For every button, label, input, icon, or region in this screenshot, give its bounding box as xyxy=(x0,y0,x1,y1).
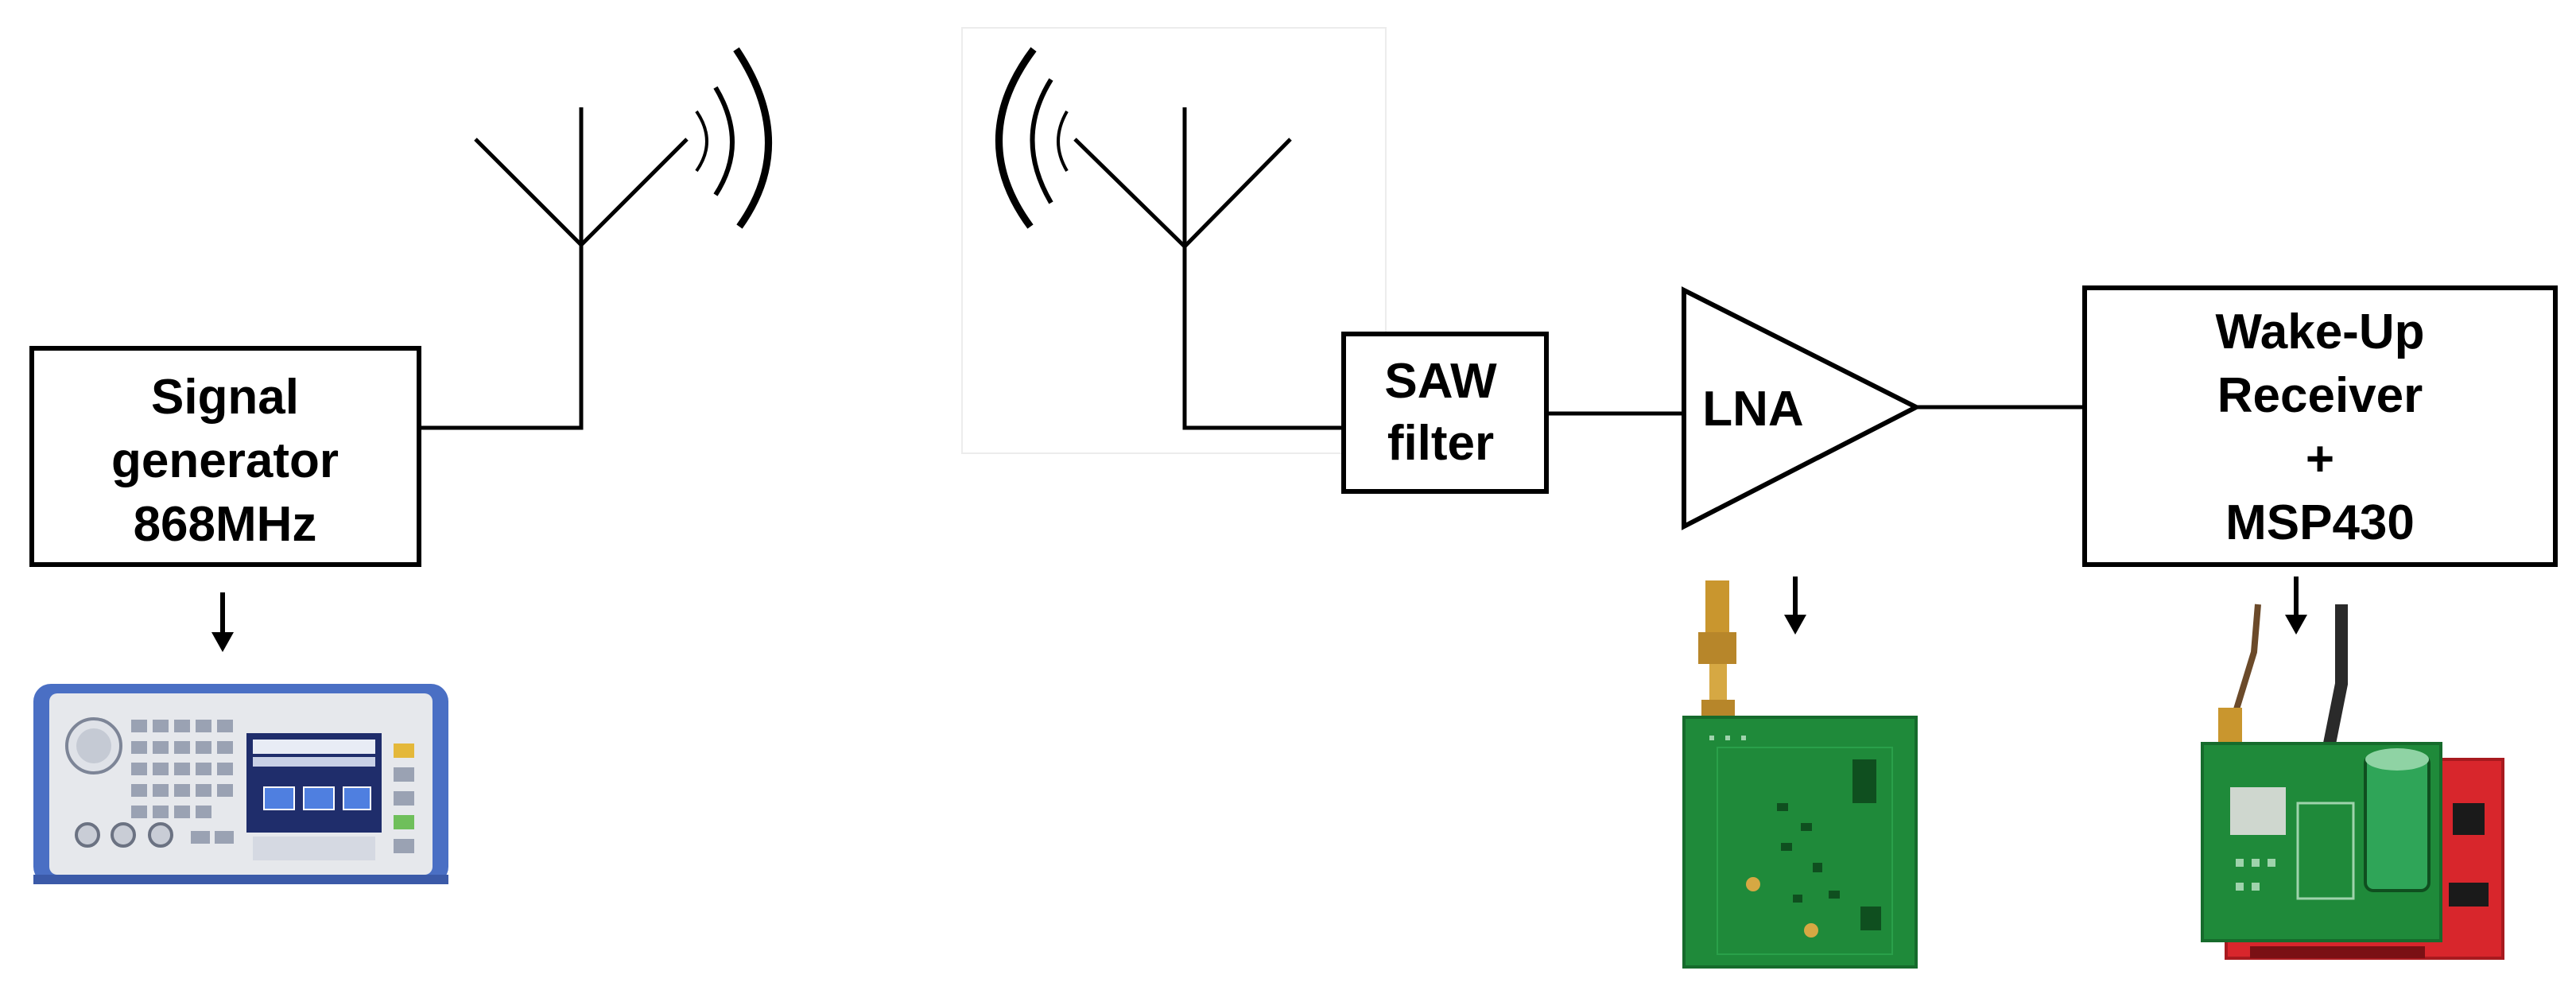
receiver-label-line-4: MSP430 xyxy=(2225,495,2415,550)
rx-antenna-frame xyxy=(961,27,1387,454)
tx-antenna-icon xyxy=(474,47,772,247)
signal-generator-label-line-3: 868MHz xyxy=(134,497,317,552)
rx-feed-line xyxy=(1182,247,1344,430)
rx-antenna-icon xyxy=(995,47,1292,248)
wake-up-receiver-block: Wake-Up Receiver + MSP430 xyxy=(2082,285,2558,567)
lna-arrow-down-icon xyxy=(1784,577,1806,635)
signal-generator-photo xyxy=(33,684,448,884)
lna-board-photo xyxy=(1682,580,1918,969)
receiver-board-photo xyxy=(2201,604,2504,960)
saw-filter-label-line-1: SAW xyxy=(1384,354,1497,409)
signal-generator-block: Signal generator 868MHz xyxy=(29,346,421,567)
saw-filter-label-line-2: filter xyxy=(1387,416,1494,471)
receiver-label-line-2: Receiver xyxy=(2217,368,2423,423)
lna-block: LNA xyxy=(1682,286,1922,530)
signal-generator-label-line-2: generator xyxy=(111,433,339,488)
generator-arrow-down-icon xyxy=(211,592,234,652)
signal-generator-label-line-1: Signal xyxy=(151,370,299,425)
receiver-label-line-3: + xyxy=(2306,432,2334,487)
tx-feed-line xyxy=(419,245,584,430)
receiver-label-line-1: Wake-Up xyxy=(2216,305,2425,359)
saw-filter-block: SAW filter xyxy=(1341,332,1549,494)
receiver-arrow-down-icon xyxy=(2285,577,2307,635)
lna-label: LNA xyxy=(1702,382,1803,437)
